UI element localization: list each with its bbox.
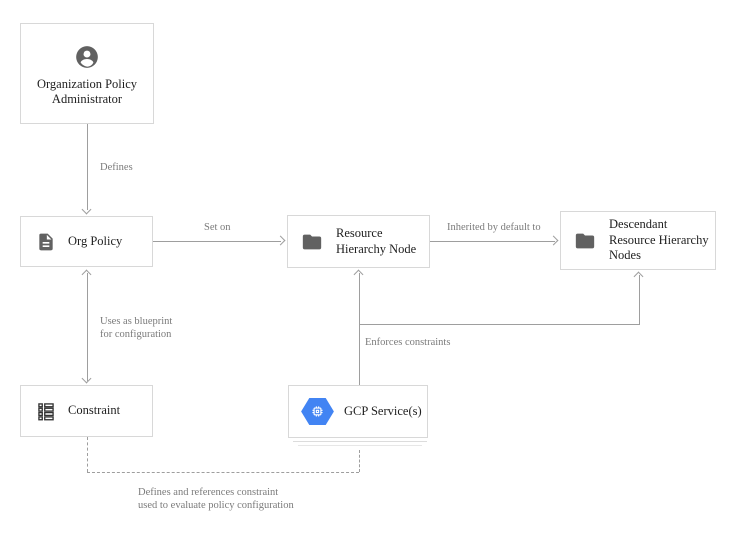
gcp-stack-line-1	[293, 441, 427, 442]
edge-enforces-arrowhead	[353, 269, 364, 280]
node-resource-hierarchy-node: Resource Hierarchy Node	[287, 215, 430, 268]
gcp-stack-line-2	[298, 445, 422, 446]
node-label: Descendant Resource Hierarchy Nodes	[609, 217, 709, 263]
edge-blueprint-line	[87, 273, 88, 381]
node-label: Org Policy	[68, 233, 123, 248]
edge-defines-references-label-line1: Defines and references constraint	[138, 487, 279, 498]
person-icon	[74, 44, 100, 70]
edge-defines-references-vline-left	[87, 437, 88, 472]
node-constraint: Constraint	[20, 385, 153, 437]
node-label: Resource Hierarchy Node	[336, 226, 417, 256]
edge-inherited-label: Inherited by default to	[447, 222, 541, 233]
edge-blueprint-label-line1: Uses as blueprint	[100, 316, 173, 327]
edge-defines-references-hline	[87, 472, 359, 473]
edge-enforces-label: Enforces constraints	[365, 337, 451, 348]
edge-set-on-label: Set on	[204, 222, 231, 233]
edge-enforces-branch-arrowhead	[633, 271, 644, 282]
edge-blueprint-label-line2: for configuration	[100, 328, 172, 340]
edge-defines-arrowhead	[81, 204, 92, 215]
edge-enforces-branch-vline	[639, 275, 640, 324]
node-organization-policy-administrator: Organization Policy Administrator	[20, 23, 154, 124]
edge-inherited-line	[430, 241, 555, 242]
folder-icon	[301, 231, 323, 253]
edge-blueprint-arrowhead-top	[81, 269, 92, 280]
node-descendant-resource-hierarchy-nodes: Descendant Resource Hierarchy Nodes	[560, 211, 716, 270]
edge-defines-references-vline-right	[359, 450, 360, 472]
edge-blueprint-arrowhead-bottom	[81, 373, 92, 384]
edge-set-on-arrowhead	[275, 235, 286, 246]
node-label: GCP Service(s)	[344, 403, 422, 418]
edge-enforces-line	[359, 273, 360, 385]
node-label: Constraint	[68, 403, 121, 418]
edge-defines-label: Defines	[100, 162, 133, 173]
gcp-hexagon-chip-icon	[301, 398, 334, 425]
document-icon	[36, 232, 56, 252]
edge-blueprint-label: Uses as blueprint for configuration	[100, 316, 172, 341]
node-label: Organization Policy Administrator	[36, 76, 138, 107]
node-org-policy: Org Policy	[20, 216, 153, 267]
edge-inherited-arrowhead	[548, 235, 559, 246]
edge-defines-line	[87, 124, 88, 210]
node-gcp-services: GCP Service(s)	[288, 385, 428, 438]
edge-set-on-line	[153, 241, 281, 242]
edge-enforces-branch-hline	[359, 324, 640, 325]
edge-defines-references-label: Defines and references constraint used t…	[138, 487, 294, 512]
edge-defines-references-label-line2: used to evaluate policy configuration	[138, 499, 294, 511]
list-icon	[36, 401, 56, 421]
folder-icon	[574, 230, 596, 252]
